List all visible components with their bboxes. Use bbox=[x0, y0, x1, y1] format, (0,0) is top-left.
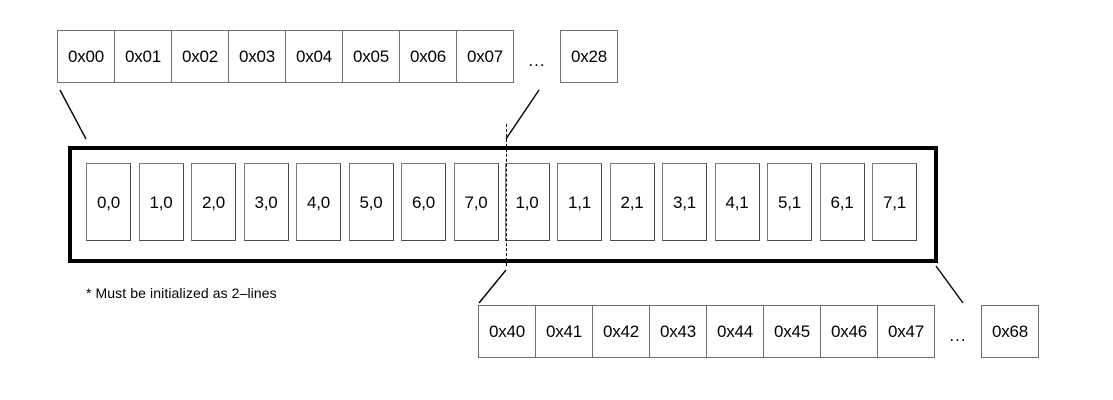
word-cell: 3,1 bbox=[662, 163, 707, 241]
address-cell: 0x46 bbox=[820, 305, 878, 358]
upper-address-row: 0x00 0x01 0x02 0x03 0x04 0x05 0x06 0x07 … bbox=[57, 30, 618, 83]
note-label: * Must be initialized as 2–lines bbox=[86, 285, 277, 301]
top-left-connector-line bbox=[59, 89, 87, 140]
word-cell: 1,1 bbox=[557, 163, 602, 241]
address-cell: 0x41 bbox=[535, 305, 593, 358]
word-cell: 2,0 bbox=[191, 163, 236, 241]
word-cell: 5,1 bbox=[767, 163, 812, 241]
address-cell: 0x42 bbox=[592, 305, 650, 358]
lower-address-row: 0x40 0x41 0x42 0x43 0x44 0x45 0x46 0x47 … bbox=[478, 305, 1039, 358]
ellipsis-label: ... bbox=[528, 51, 546, 70]
address-cell: 0x03 bbox=[228, 30, 286, 83]
bottom-right-connector-line bbox=[935, 265, 964, 304]
address-cell: 0x01 bbox=[114, 30, 172, 83]
address-cell-detached: 0x28 bbox=[560, 30, 618, 83]
word-cell: 6,0 bbox=[401, 163, 446, 241]
address-cell: 0x44 bbox=[706, 305, 764, 358]
word-cell: 5,0 bbox=[348, 163, 394, 241]
address-cell: 0x07 bbox=[456, 30, 514, 83]
word-cell: 3,0 bbox=[243, 163, 289, 241]
address-cell: 0x02 bbox=[171, 30, 229, 83]
word-cell: 4,0 bbox=[296, 163, 341, 241]
cache-line-box: 0,0 1,0 2,0 3,0 4,0 5,0 6,0 7,0 1,0 1,1 … bbox=[68, 146, 938, 263]
address-cell: 0x47 bbox=[877, 305, 935, 358]
address-cell: 0x06 bbox=[399, 30, 457, 83]
address-cell-detached: 0x68 bbox=[981, 305, 1039, 358]
word-cell: 4,1 bbox=[714, 163, 760, 241]
word-cell: 0,0 bbox=[86, 163, 131, 241]
word-cell: 6,1 bbox=[819, 163, 865, 241]
address-cell: 0x00 bbox=[57, 30, 115, 83]
address-cell: 0x04 bbox=[285, 30, 343, 83]
address-cell: 0x45 bbox=[763, 305, 821, 358]
dashed-divider-icon bbox=[506, 124, 507, 266]
address-cell: 0x40 bbox=[478, 305, 536, 358]
word-cell: 1,0 bbox=[138, 163, 184, 241]
ellipsis-label: ... bbox=[949, 326, 967, 345]
word-cell: 2,1 bbox=[609, 163, 655, 241]
word-cell: 1,0 bbox=[504, 163, 550, 241]
address-cell: 0x43 bbox=[649, 305, 707, 358]
cache-line-word-strip: 0,0 1,0 2,0 3,0 4,0 5,0 6,0 7,0 1,0 1,1 … bbox=[86, 163, 928, 245]
word-cell: 7,1 bbox=[872, 163, 917, 241]
bottom-left-connector-line bbox=[478, 269, 507, 304]
address-cell: 0x05 bbox=[342, 30, 400, 83]
top-right-connector-line bbox=[505, 89, 540, 140]
word-cell: 7,0 bbox=[453, 163, 499, 241]
